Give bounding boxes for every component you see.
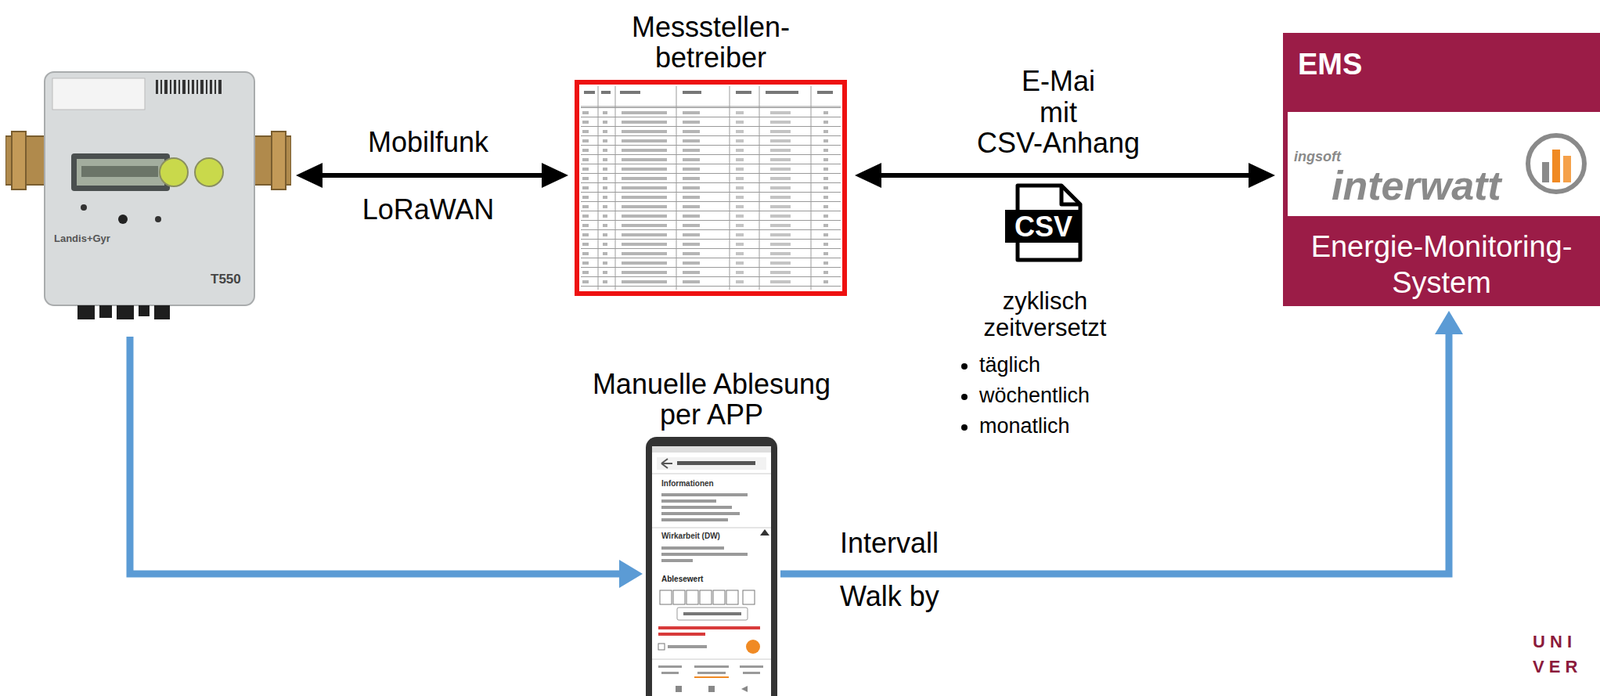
node-body: Energie-Monitoring- System xyxy=(1282,229,1600,301)
arrow-head xyxy=(1434,310,1464,335)
node-heading: Messstellen- betreiber xyxy=(593,11,829,74)
interwatt-logo-icon xyxy=(1523,130,1590,197)
ems-panel: ingsoftinterwatt EMS Energie-Monitoring- S… xyxy=(1282,32,1600,307)
connector xyxy=(854,162,1276,188)
note-label: zyklisch zeitversetzt xyxy=(966,288,1124,342)
edge-label: E-Mai mit CSV-Anhang xyxy=(976,65,1140,159)
list-bullets xyxy=(961,363,968,431)
connector xyxy=(129,336,643,588)
brand-text: Landis+Gyr xyxy=(54,233,111,245)
edge-note: Walk by xyxy=(839,580,940,613)
smartphone-app: Manuelle Ablesung per APP xyxy=(645,436,778,696)
logo-letters: V E R xyxy=(1532,657,1578,677)
icon-text: CSV xyxy=(1014,211,1073,243)
csv-table-illustration xyxy=(574,79,847,296)
connector-line xyxy=(780,329,1449,574)
logo-box: ingsoftinterwatt xyxy=(1287,111,1600,217)
model-text: T550 xyxy=(210,272,242,288)
meter-device: Landis+GyrT550 xyxy=(5,70,292,321)
arrow-head xyxy=(619,559,643,588)
arrow-head xyxy=(541,162,569,188)
list-item: täglich xyxy=(979,353,1041,378)
heat-meter-illustration xyxy=(5,70,292,321)
logo-text: interwatt xyxy=(1331,165,1502,206)
logo-prefix: ingsoft xyxy=(1293,149,1341,166)
protocol-label: LoRaWAN xyxy=(362,194,495,226)
list-item: wöchentlich xyxy=(979,384,1090,408)
connector-line xyxy=(129,336,624,574)
connector-line xyxy=(317,172,548,178)
list-item: monatlich xyxy=(979,414,1071,439)
connector xyxy=(780,310,1464,574)
edge-label: Mobilfunk xyxy=(367,126,489,159)
operator-table: Messstellen- betreiber xyxy=(574,79,847,296)
node-title: EMS xyxy=(1297,48,1363,82)
logo-letters: U N I xyxy=(1532,632,1572,652)
connector-line xyxy=(875,172,1255,178)
arrow-head xyxy=(295,162,323,188)
connector xyxy=(295,162,569,188)
csv-file-icon xyxy=(1005,185,1082,260)
node-heading: Manuelle Ablesung per APP xyxy=(582,368,841,431)
smartphone-illustration xyxy=(645,436,778,696)
edge-label: Intervall xyxy=(839,527,939,559)
arrow-head xyxy=(854,162,882,188)
arrow-head xyxy=(1248,162,1276,188)
